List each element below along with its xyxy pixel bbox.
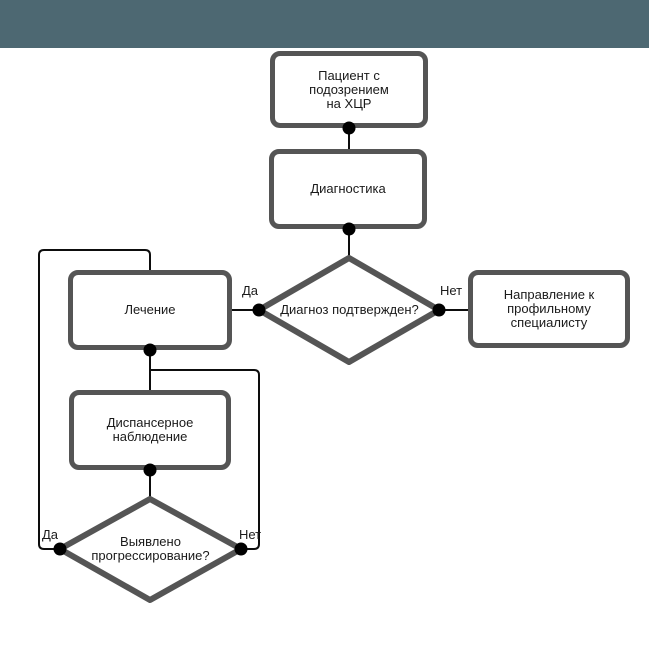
edge-label-diagnosis-yes: Да bbox=[242, 283, 259, 298]
junction-dot bbox=[342, 121, 356, 135]
edge-label-progression-yes: Да bbox=[42, 527, 59, 542]
junction-dot bbox=[252, 303, 266, 317]
decision-diagnosis-shape bbox=[256, 255, 442, 365]
junction-dot bbox=[143, 343, 157, 357]
node-patient: Пациент с подозрением на ХЦР bbox=[270, 51, 428, 128]
junction-dot bbox=[432, 303, 446, 317]
edge-progression-yes-loop bbox=[38, 249, 151, 550]
junction-dot bbox=[53, 542, 67, 556]
node-observation-label: Диспансерное наблюдение bbox=[106, 415, 194, 444]
junction-dot bbox=[143, 463, 157, 477]
decision-diagnosis-label: Диагноз подтвержден? bbox=[280, 302, 419, 317]
node-diagnostics: Диагностика bbox=[269, 149, 427, 229]
edge-label-progression-no: Нет bbox=[239, 527, 262, 542]
decision-progression-label: Выявлено прогрессирование? bbox=[91, 534, 210, 563]
edge-label-diagnosis-no: Нет bbox=[440, 283, 463, 298]
node-observation: Диспансерное наблюдение bbox=[69, 390, 231, 470]
junction-dot bbox=[342, 222, 356, 236]
node-treatment-label: Лечение bbox=[124, 302, 176, 317]
node-diagnostics-label: Диагностика bbox=[310, 181, 386, 196]
header-bar bbox=[0, 0, 649, 48]
junction-dot bbox=[234, 542, 248, 556]
node-referral-label: Направление к профильному специалисту bbox=[503, 287, 595, 330]
decision-progression-shape bbox=[57, 496, 244, 603]
node-referral: Направление к профильному специалисту bbox=[468, 270, 630, 348]
node-patient-label: Пациент с подозрением на ХЦР bbox=[309, 67, 389, 111]
edge-progression-no-loop bbox=[150, 369, 260, 550]
